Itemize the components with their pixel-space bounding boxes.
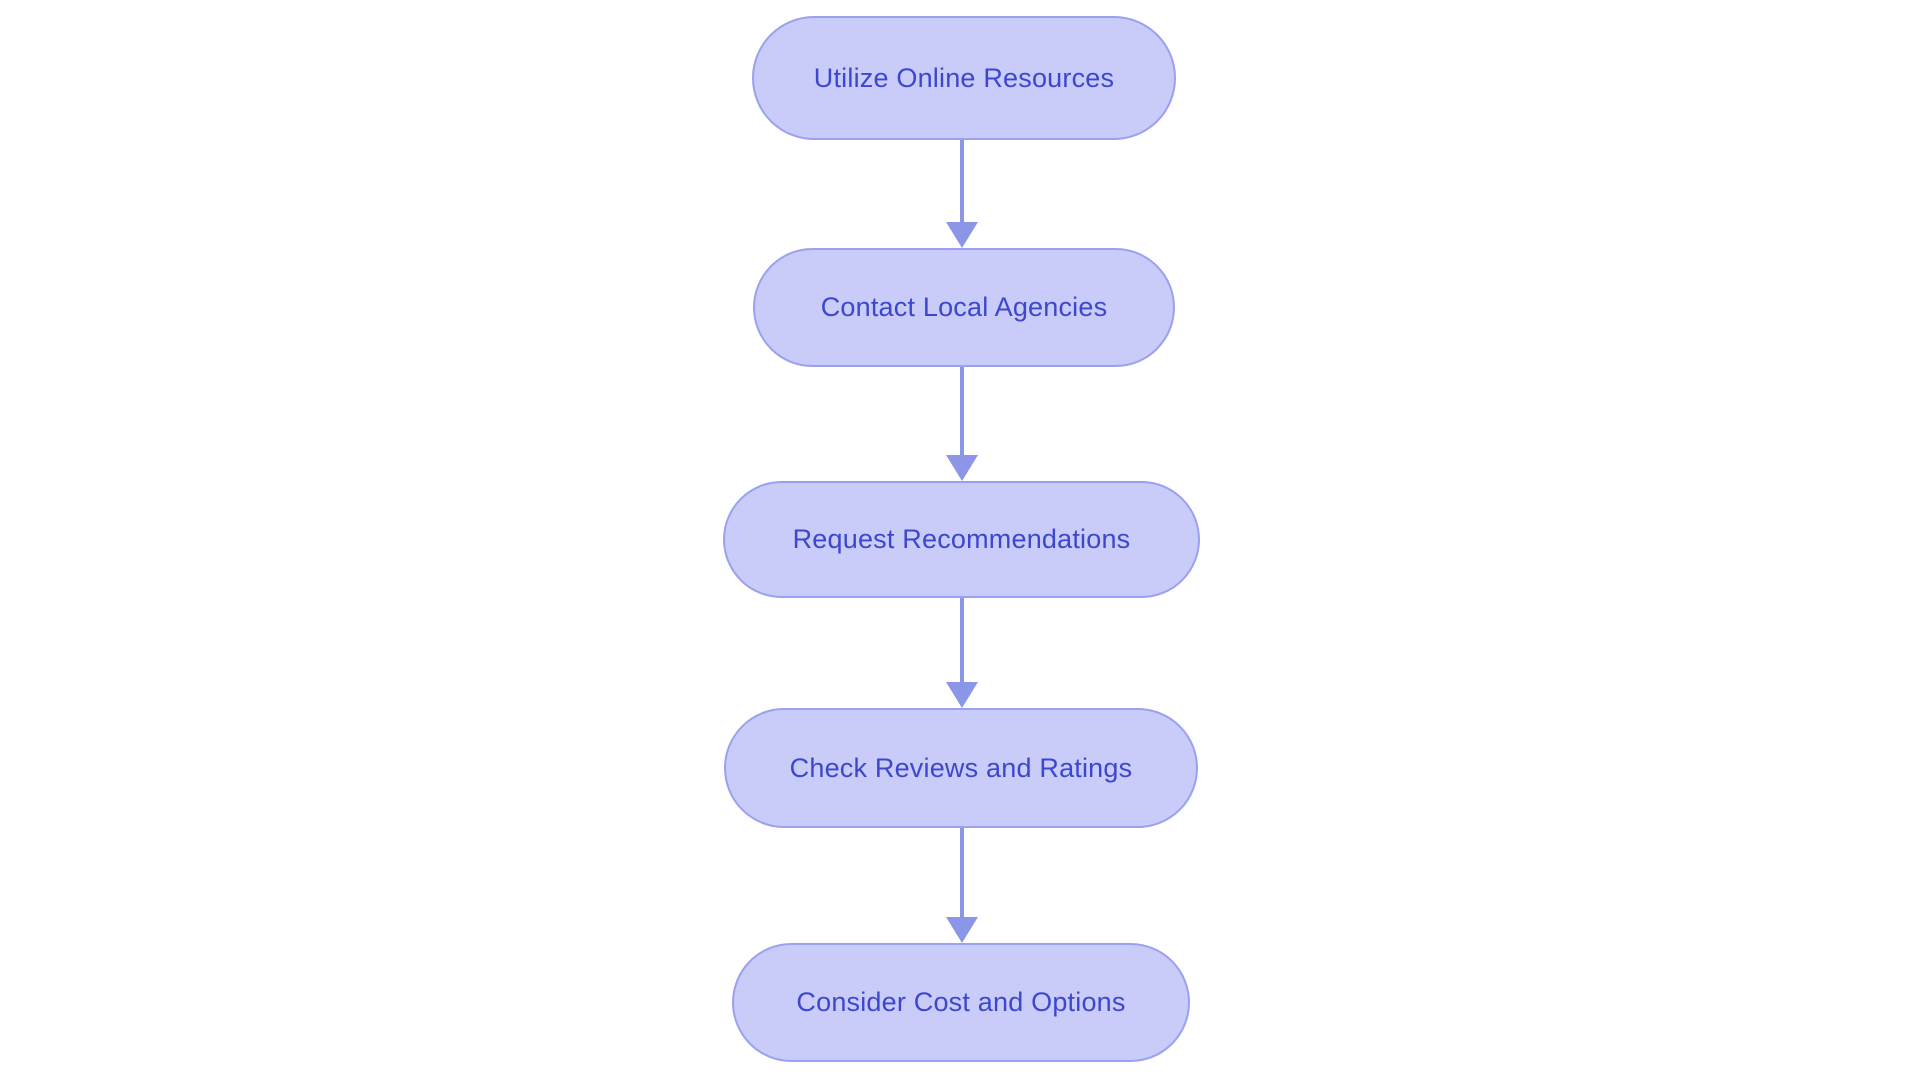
flow-node-contact-local-agencies: Contact Local Agencies	[753, 248, 1175, 367]
flow-node-check-reviews-and-ratings: Check Reviews and Ratings	[724, 708, 1198, 828]
flow-node-consider-cost-and-options: Consider Cost and Options	[732, 943, 1190, 1062]
arrow-line	[960, 598, 964, 686]
arrow-line	[960, 140, 964, 226]
flow-node-request-recommendations: Request Recommendations	[723, 481, 1200, 598]
flow-node-label: Check Reviews and Ratings	[789, 752, 1133, 783]
arrow-line	[960, 828, 964, 921]
arrow-down-icon	[946, 917, 978, 943]
arrow-line	[960, 367, 964, 459]
flow-node-label: Utilize Online Resources	[813, 62, 1115, 93]
arrow-down-icon	[946, 222, 978, 248]
flow-arrow-2	[946, 367, 978, 481]
flow-arrow-3	[946, 598, 978, 708]
flow-node-label: Request Recommendations	[792, 524, 1131, 554]
flow-node-label: Consider Cost and Options	[796, 987, 1126, 1017]
flow-node-label: Contact Local Agencies	[820, 292, 1108, 322]
arrow-down-icon	[946, 682, 978, 708]
flow-arrow-1	[946, 140, 978, 248]
flow-arrow-4	[946, 828, 978, 943]
flow-node-utilize-online-resources: Utilize Online Resources	[752, 16, 1176, 140]
arrow-down-icon	[946, 455, 978, 481]
